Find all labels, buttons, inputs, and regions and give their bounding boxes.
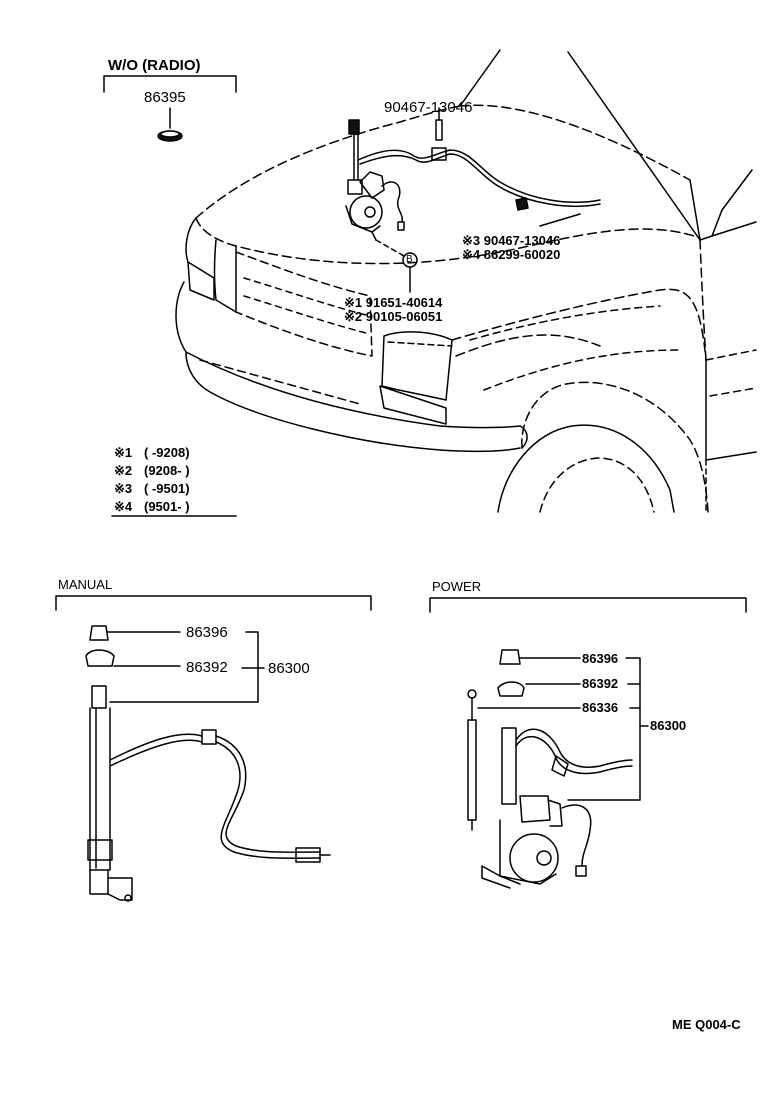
power-header: POWER xyxy=(432,579,482,594)
legend-range-3: ( -9501) xyxy=(144,481,190,496)
wo-radio-header: W/O (RADIO) xyxy=(108,57,201,74)
power-part-86392: 86392 xyxy=(582,676,619,691)
manual-assembly-86300: 86300 xyxy=(268,660,310,677)
clip-note-3: ※3 90467-13046 xyxy=(462,233,561,248)
manual-part-86392: 86392 xyxy=(186,659,228,676)
wo-radio-bracket xyxy=(103,75,237,129)
manual-antenna-drawing xyxy=(85,625,331,902)
legend-mark-2: ※2 xyxy=(114,463,133,478)
power-bracket xyxy=(429,597,747,613)
grommet-86395 xyxy=(157,130,183,142)
legend-mark-3: ※3 xyxy=(114,481,133,496)
part-86395-label: 86395 xyxy=(144,89,186,106)
manual-bracket xyxy=(55,595,372,611)
mount-callout-label: B xyxy=(406,254,413,265)
power-part-86336: 86336 xyxy=(582,700,619,715)
legend-range-1: ( -9208) xyxy=(144,445,190,460)
legend-range-4: (9501- ) xyxy=(144,499,190,514)
clip-note-4: ※4 86299-60020 xyxy=(462,247,561,262)
manual-header: MANUAL xyxy=(58,577,113,592)
legend-mark-1: ※1 xyxy=(114,445,133,460)
vehicle-antenna-assembly xyxy=(345,107,601,293)
power-antenna-drawing xyxy=(467,649,649,889)
power-part-86396: 86396 xyxy=(582,651,619,666)
manual-part-86396: 86396 xyxy=(186,624,228,641)
legend-range-2: (9208- ) xyxy=(144,463,190,478)
vehicle-body-outline xyxy=(175,49,757,513)
screw-part-label: 90467-13046 xyxy=(384,99,473,116)
diagram-code: ME Q004-C xyxy=(672,1017,741,1032)
bolt-note-1: ※1 91651-40614 xyxy=(344,295,443,310)
legend-mark-4: ※4 xyxy=(114,499,133,514)
bolt-note-2: ※2 90105-06051 xyxy=(344,309,443,324)
power-assembly-86300: 86300 xyxy=(650,718,687,733)
